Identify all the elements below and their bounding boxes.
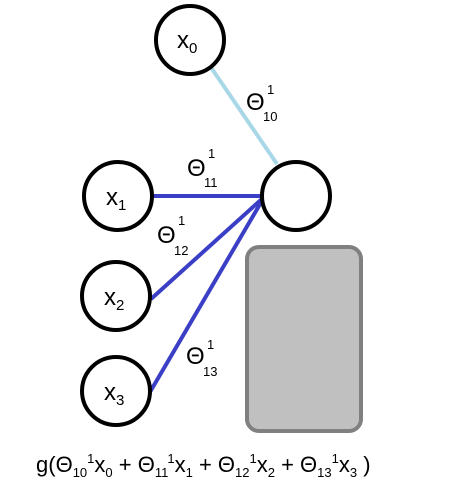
weight-label-13: Θ 1 13 [186,337,217,379]
node-hidden [260,160,332,232]
edge-x0-to-hidden [208,64,279,166]
edge-x2-to-hidden [149,196,265,301]
node-x0-label: x0 [177,27,197,57]
svg-text:Θ: Θ [246,89,265,116]
svg-text:10: 10 [263,109,277,124]
svg-text:1: 1 [208,146,215,161]
node-x2 [80,260,152,332]
node-x2-label: x2 [104,284,124,314]
weight-label-10: Θ 1 10 [246,82,277,124]
svg-text:Θ: Θ [186,343,205,370]
edge-x3-to-hidden [148,197,265,394]
node-x1 [82,160,154,232]
svg-text:1: 1 [207,337,214,352]
node-x3 [80,355,152,427]
svg-text:11: 11 [204,175,218,190]
node-x3-label: x3 [104,379,124,409]
svg-text:12: 12 [174,243,188,258]
node-x1-label: x1 [106,184,126,214]
svg-text:1: 1 [267,82,274,97]
svg-text:1: 1 [178,213,185,228]
svg-text:13: 13 [203,364,217,379]
weight-label-11: Θ 1 11 [187,146,218,190]
node-x0 [154,4,226,76]
svg-text:Θ: Θ [187,155,206,182]
weight-label-12: Θ 1 12 [157,213,188,258]
activation-formula: g(Θ101x0 + Θ111x1 + Θ121x2 + Θ131x3 ) [36,451,371,480]
svg-text:Θ: Θ [157,222,176,249]
gray-box [245,245,363,433]
